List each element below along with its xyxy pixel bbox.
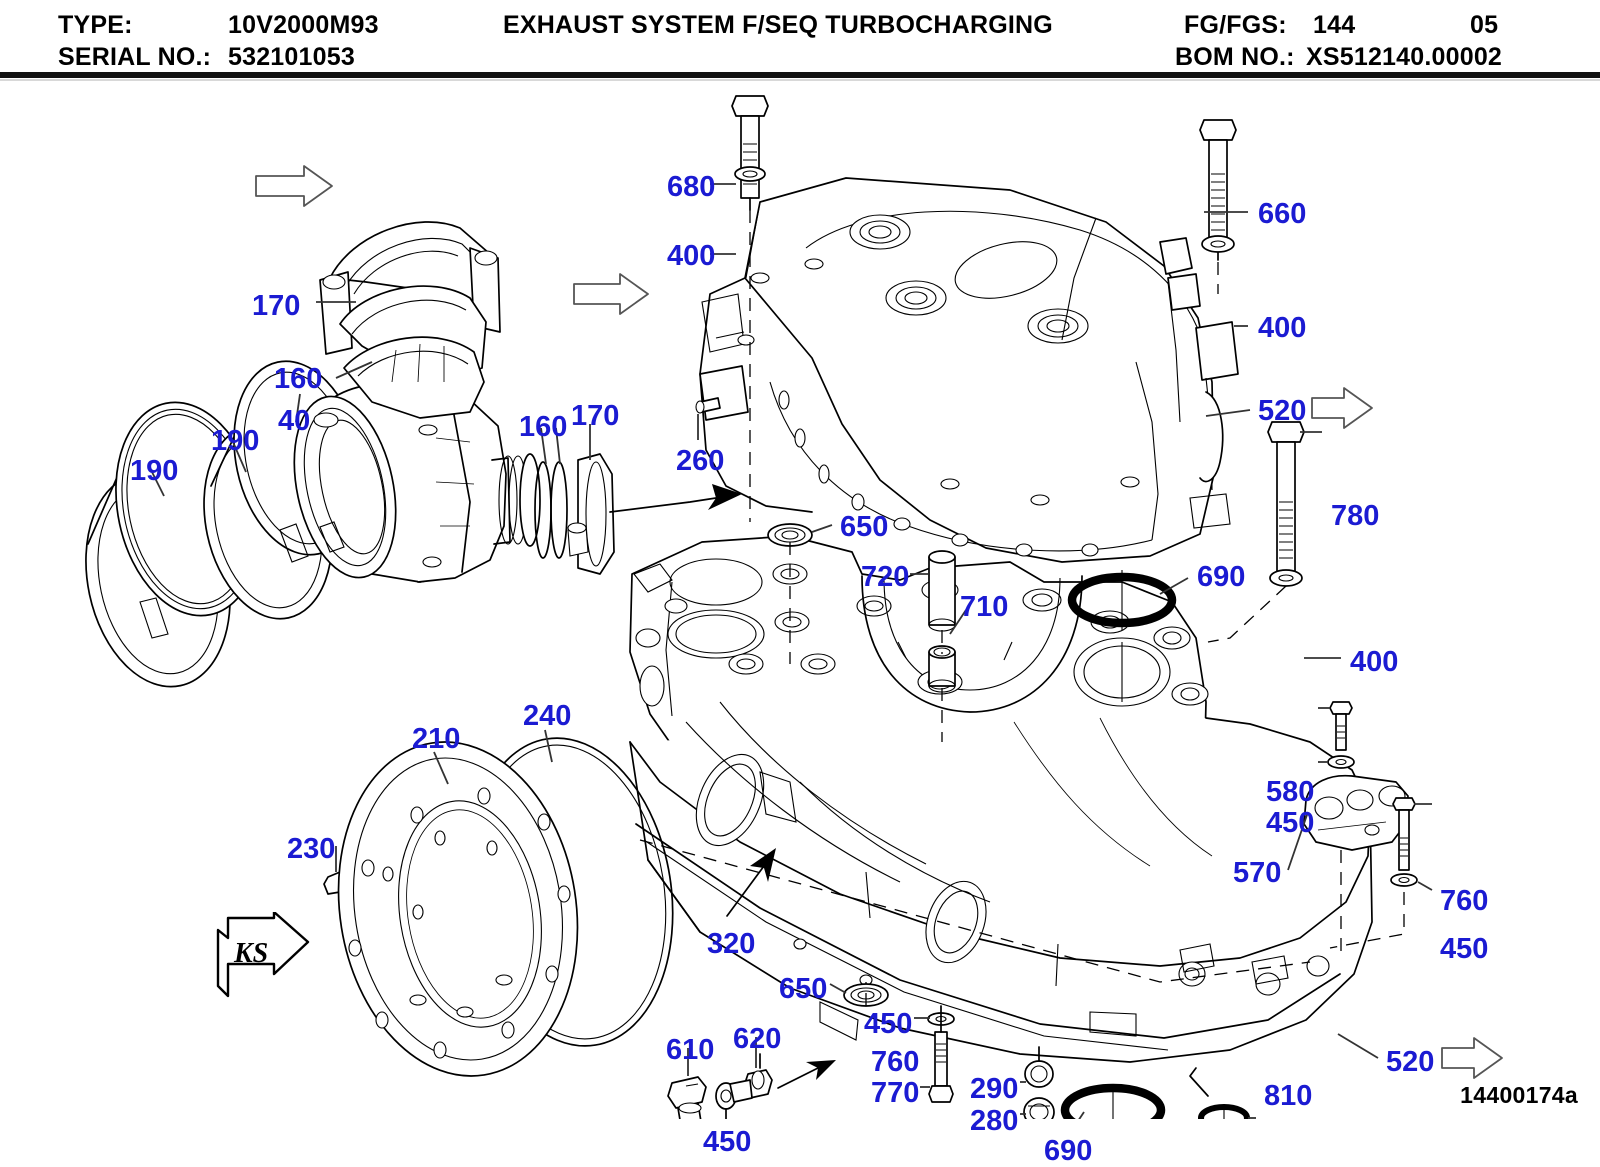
- callout-810: 810: [1264, 1080, 1313, 1112]
- washer-450-d: [1390, 873, 1418, 887]
- fg-value: 144: [1313, 11, 1356, 39]
- flange-gasket-art: [337, 737, 674, 1077]
- callout-400: 400: [1350, 646, 1399, 678]
- callout-450: 450: [864, 1008, 913, 1040]
- exploded-parts-artwork: .ln { fill:none; stroke:#000; stroke-wid…: [85, 95, 1433, 1119]
- bracket-570: [1303, 774, 1409, 851]
- washer-400-c: [1269, 569, 1303, 587]
- main-housing-art: [629, 523, 1373, 1119]
- drawing-number: 14400174a: [1460, 1082, 1578, 1108]
- diagram-canvas: .ln { fill:none; stroke:#000; stroke-wid…: [0, 82, 1600, 1166]
- callout-650: 650: [779, 973, 828, 1005]
- serial-label: SERIAL NO.:: [58, 43, 212, 71]
- callout-780: 780: [1331, 500, 1380, 532]
- header-divider-shadow: [0, 79, 1600, 81]
- bom-label: BOM NO.:: [1175, 43, 1295, 71]
- callout-520: 520: [1258, 395, 1307, 427]
- bolt-780: [1267, 421, 1305, 581]
- ks-direction-arrow: [216, 912, 310, 998]
- callout-240: 240: [523, 700, 572, 732]
- ks-label: KS: [234, 938, 269, 969]
- callout-280: 280: [970, 1105, 1019, 1137]
- bolt-580: [1329, 701, 1353, 751]
- callout-650: 650: [840, 511, 889, 543]
- callout-660: 660: [1258, 198, 1307, 230]
- callout-760: 760: [871, 1046, 920, 1078]
- sleeve-720: [928, 550, 956, 632]
- callout-40: 40: [278, 405, 311, 437]
- callout-450: 450: [1440, 933, 1489, 965]
- fitting-620: [729, 1053, 773, 1103]
- bolt-680: [731, 95, 769, 211]
- header-divider: [0, 72, 1600, 78]
- callout-770: 770: [871, 1077, 920, 1109]
- diagram-header: TYPE: 10V2000M93 SERIAL NO.: 532101053 E…: [0, 0, 1600, 81]
- callout-170: 170: [252, 290, 301, 322]
- washer-450-c: [1327, 755, 1355, 769]
- callout-190: 190: [211, 425, 260, 457]
- callout-690: 690: [1044, 1135, 1093, 1167]
- callout-450: 450: [1266, 807, 1315, 839]
- callout-320: 320: [707, 928, 756, 960]
- callout-720: 720: [861, 561, 910, 593]
- callout-190: 190: [130, 455, 179, 487]
- fitting-290: [1024, 1046, 1054, 1088]
- assembly-centerlines: [639, 210, 1405, 1006]
- callout-710: 710: [960, 591, 1009, 623]
- fasteners-art: [323, 95, 1418, 1119]
- bom-value: XS512140.00002: [1306, 43, 1503, 71]
- callout-400: 400: [1258, 312, 1307, 344]
- callout-210: 210: [412, 723, 461, 755]
- washer-400-b: [1201, 235, 1235, 253]
- callout-680: 680: [667, 171, 716, 203]
- callout-690: 690: [1197, 561, 1246, 593]
- diagram-title: EXHAUST SYSTEM F/SEQ TURBOCHARGING: [503, 11, 1053, 39]
- bushing-710: [928, 645, 956, 693]
- callout-570: 570: [1233, 857, 1282, 889]
- callout-580: 580: [1266, 776, 1315, 808]
- turbocharger-assembly-art: [85, 221, 742, 688]
- callout-160: 160: [274, 363, 323, 395]
- washer-400-a: [734, 166, 766, 182]
- bolt-760-b: [1392, 797, 1416, 871]
- upper-housing-art: [695, 177, 1239, 563]
- callout-520: 520: [1386, 1046, 1435, 1078]
- callout-290: 290: [970, 1073, 1019, 1105]
- callout-170: 170: [571, 400, 620, 432]
- callout-400: 400: [667, 240, 716, 272]
- callout-leader-lines: [151, 183, 1433, 1119]
- callout-620: 620: [733, 1023, 782, 1055]
- type-value: 10V2000M93: [228, 11, 379, 39]
- pointer-320: [726, 848, 776, 917]
- callout-230: 230: [287, 833, 336, 865]
- fg-label: FG/FGS:: [1184, 11, 1287, 39]
- callout-760: 760: [1440, 885, 1489, 917]
- fitting-610: [667, 1076, 707, 1119]
- serial-value: 532101053: [228, 43, 355, 71]
- page-number: 05: [1470, 11, 1499, 39]
- bolt-760-770: [928, 1005, 954, 1103]
- callout-260: 260: [676, 445, 725, 477]
- washer-650-upper: [767, 523, 813, 547]
- callout-450: 450: [703, 1126, 752, 1158]
- fitting-280: [1023, 1097, 1055, 1119]
- type-label: TYPE:: [58, 11, 133, 39]
- callout-610: 610: [666, 1034, 715, 1066]
- callout-160: 160: [519, 411, 568, 443]
